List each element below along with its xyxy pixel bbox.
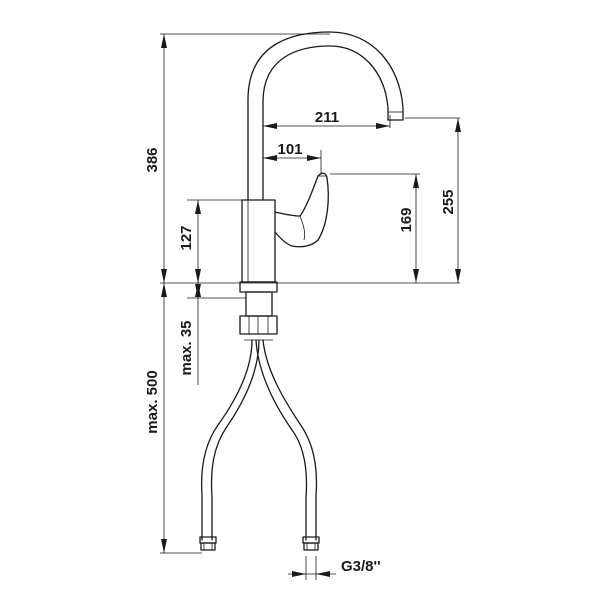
faucet-body (241, 199, 276, 283)
spout-inner (262, 45, 389, 201)
base-ring (239, 281, 278, 293)
dimension-lines (161, 34, 461, 580)
label-total-height: 386 (144, 147, 161, 172)
dimension-labels: 386 max. 500 127 max. 35 211 101 169 255… (144, 109, 457, 575)
extension-lines (160, 33, 460, 554)
mounting-shank (245, 291, 273, 317)
mounting-nut (239, 315, 278, 335)
label-body-height: 127 (178, 225, 195, 250)
hose-left (200, 339, 253, 541)
lever-handle-detail (299, 215, 306, 241)
spout-outer (247, 31, 404, 201)
label-spout-outlet-height: 255 (440, 189, 457, 214)
label-lever-height: 169 (398, 207, 415, 232)
hose-left-inner (210, 339, 260, 541)
hose-fitting-left (199, 536, 217, 551)
label-max-mount-thickness: max. 35 (178, 320, 195, 375)
hose-right-inner (262, 339, 318, 541)
label-lever-reach: 101 (277, 141, 302, 158)
faucet-outline (199, 31, 404, 551)
label-spout-reach: 211 (315, 109, 339, 126)
hose-fitting-right (302, 536, 320, 551)
hose-right (255, 339, 308, 541)
label-connection-thread: G3/8'' (341, 558, 381, 575)
lever-handle (274, 172, 329, 248)
label-max-hose-length: max. 500 (144, 370, 161, 433)
